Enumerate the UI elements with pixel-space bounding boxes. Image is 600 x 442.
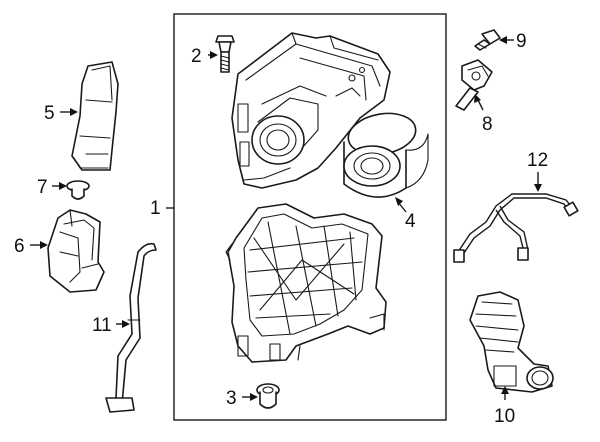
inlet-duct[interactable] bbox=[71, 61, 119, 171]
callout-2: 2 bbox=[191, 46, 202, 67]
grommet[interactable] bbox=[256, 383, 280, 409]
push-pin[interactable] bbox=[66, 180, 90, 200]
outlet-tube[interactable] bbox=[469, 291, 554, 393]
drain-tube[interactable] bbox=[105, 242, 157, 413]
sensor[interactable] bbox=[455, 59, 493, 111]
air-cleaner-cover[interactable] bbox=[231, 32, 391, 189]
callout-5: 5 bbox=[44, 103, 55, 124]
callout-11: 11 bbox=[92, 315, 112, 336]
air-cleaner-box[interactable] bbox=[225, 203, 387, 363]
callout-7: 7 bbox=[37, 177, 48, 198]
assembly-frame bbox=[173, 13, 447, 421]
callout-1: 1 bbox=[150, 198, 161, 219]
screw[interactable] bbox=[474, 29, 501, 51]
callout-10: 10 bbox=[494, 406, 515, 427]
air-filter-element[interactable] bbox=[343, 108, 429, 198]
bolt[interactable] bbox=[215, 35, 235, 73]
callout-6: 6 bbox=[14, 236, 25, 257]
callout-3: 3 bbox=[226, 388, 237, 409]
callout-8: 8 bbox=[482, 114, 493, 135]
resonator[interactable] bbox=[47, 209, 105, 293]
callout-9: 9 bbox=[516, 31, 527, 52]
vent-hose[interactable] bbox=[453, 193, 579, 263]
callout-4: 4 bbox=[405, 211, 416, 232]
callout-12: 12 bbox=[527, 150, 548, 171]
